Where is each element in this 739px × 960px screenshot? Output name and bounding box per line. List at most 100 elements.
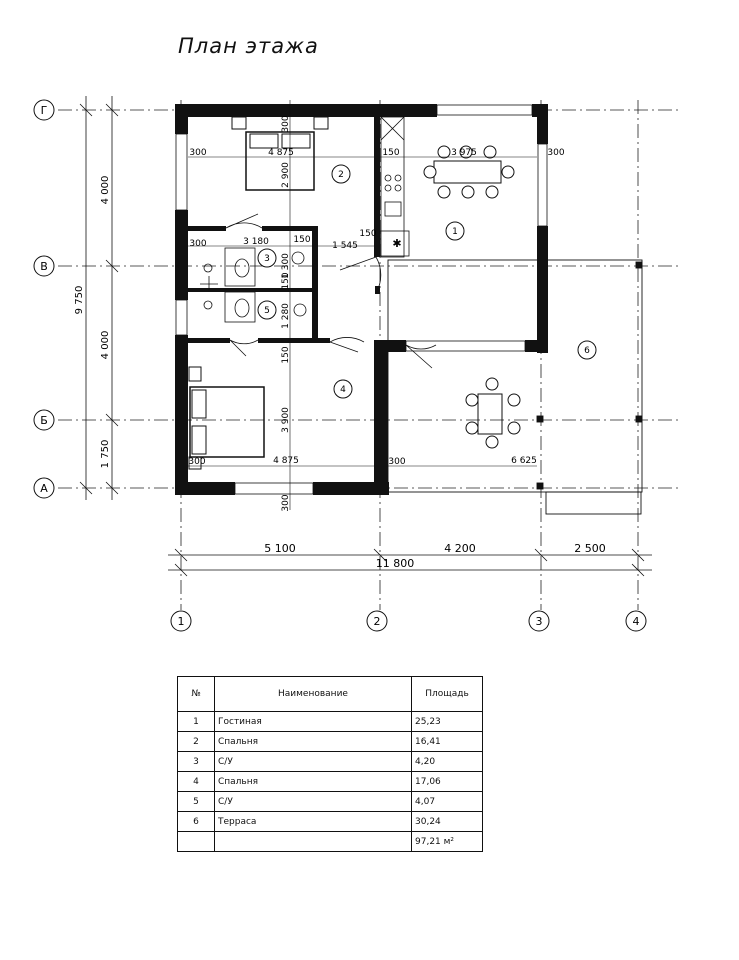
- dim-label: 9 750: [74, 286, 85, 315]
- cell-num: 2: [177, 731, 215, 752]
- chair-icon: [423, 145, 521, 449]
- cell-name: Гостиная: [214, 711, 412, 732]
- room-number: 4: [340, 385, 346, 395]
- dim-label: 300: [547, 148, 564, 158]
- axis-label: Г: [41, 104, 48, 117]
- axis-label: А: [40, 482, 48, 495]
- dim-label: 150: [382, 148, 399, 158]
- axis-label: 2: [374, 615, 381, 628]
- cell-num: [177, 831, 215, 852]
- dim-label: 4 875: [268, 148, 294, 158]
- door-icon: [225, 213, 437, 369]
- room-dimension-labels: 4 875 3 975 2 900 3 180 1 545 1 300 1 28…: [188, 115, 564, 511]
- dim-label: 4 000: [100, 331, 111, 360]
- cell-area: 4,20: [411, 751, 483, 772]
- room-marker-4: 4: [333, 379, 353, 399]
- axis-bubble-col: 1: [170, 610, 192, 632]
- window-icon: [175, 104, 548, 495]
- axis-bubbles: Г В Б А 1 2 3 4: [33, 99, 647, 632]
- dim-label: 3 900: [281, 407, 291, 433]
- room-marker-6: 6: [577, 340, 597, 360]
- stove-icon: [379, 116, 410, 258]
- cell-name: С/У: [214, 791, 412, 812]
- bottom-dimension-lines: [168, 548, 652, 577]
- cell-num: 5: [177, 791, 215, 812]
- table-total-row: 97,21 м²: [177, 831, 483, 852]
- cell-name: [214, 831, 412, 852]
- cell-num: 1: [177, 711, 215, 732]
- dim-label: 5 100: [264, 542, 296, 555]
- room-marker-1: 1: [445, 221, 465, 241]
- axis-bubble-row: А: [33, 477, 55, 499]
- table-icon: [433, 160, 503, 435]
- cell-name: Терраса: [214, 811, 412, 832]
- axis-label: 1: [178, 615, 185, 628]
- room-marker-5: 5: [257, 300, 277, 320]
- header-name: Наименование: [214, 676, 412, 712]
- room-number: 1: [452, 227, 458, 237]
- dim-label: 3 180: [243, 237, 269, 247]
- dim-label: 2 500: [574, 542, 606, 555]
- dim-label: 1 300: [281, 253, 291, 279]
- dim-label: 150: [293, 235, 310, 245]
- room-markers: 1 2 3 4 5 6: [257, 164, 597, 399]
- axis-bubble-col: 2: [366, 610, 388, 632]
- cell-num: 3: [177, 751, 215, 772]
- dim-label: 4 875: [273, 456, 299, 466]
- dim-label: 300: [189, 148, 206, 158]
- header-area: Площадь: [411, 676, 483, 712]
- axis-label: В: [40, 260, 48, 273]
- dim-label: 300: [281, 115, 291, 132]
- cell-area: 17,06: [411, 771, 483, 792]
- room-number: 2: [338, 170, 344, 180]
- dim-label: 6 625: [511, 456, 537, 466]
- dim-label: 1 280: [281, 303, 291, 329]
- dim-label: 4 200: [444, 542, 476, 555]
- page-title: План этажа: [178, 34, 319, 58]
- cell-area: 16,41: [411, 731, 483, 752]
- room-dimension-lines: [188, 100, 537, 510]
- cell-name: С/У: [214, 751, 412, 772]
- dim-label: 150: [281, 272, 291, 289]
- cell-name: Спальня: [214, 731, 412, 752]
- dim-label: 1 750: [100, 440, 111, 469]
- axis-label: Б: [40, 414, 48, 427]
- dim-label: 3 975: [451, 148, 477, 158]
- bottom-dimension-labels: 5 100 4 200 2 500 11 800: [264, 542, 606, 570]
- axis-label: 3: [536, 615, 543, 628]
- dim-label: 1 545: [332, 241, 358, 251]
- terrace-outline: [387, 259, 643, 515]
- room-number: 5: [264, 306, 270, 316]
- dim-label: 2 900: [281, 162, 291, 188]
- cell-name: Спальня: [214, 771, 412, 792]
- cell-area: 4,07: [411, 791, 483, 812]
- axis-bubble-row: Б: [33, 409, 55, 431]
- room-marker-3: 3: [257, 248, 277, 268]
- axis-bubble-row: Г: [33, 99, 55, 121]
- dim-label: 300: [189, 239, 206, 249]
- axis-bubble-col: 4: [625, 610, 647, 632]
- cell-num: 4: [177, 771, 215, 792]
- room-marker-2: 2: [331, 164, 351, 184]
- bed-icon: [188, 116, 329, 470]
- dim-label: 300: [388, 457, 405, 467]
- dim-label: 300: [281, 494, 291, 511]
- dim-label: 150: [359, 229, 376, 239]
- dim-label: 11 800: [376, 557, 415, 570]
- cell-area: 25,23: [411, 711, 483, 732]
- left-dimension-labels: 4 000 4 000 1 750 9 750: [74, 176, 111, 469]
- axis-bubble-col: 3: [528, 610, 550, 632]
- room-number: 6: [584, 346, 590, 356]
- axis-bubble-row: В: [33, 255, 55, 277]
- kitchen-hood-icon: ✱: [392, 237, 401, 250]
- dim-label: 150: [281, 346, 291, 363]
- cell-num: 6: [177, 811, 215, 832]
- room-number: 3: [264, 254, 270, 264]
